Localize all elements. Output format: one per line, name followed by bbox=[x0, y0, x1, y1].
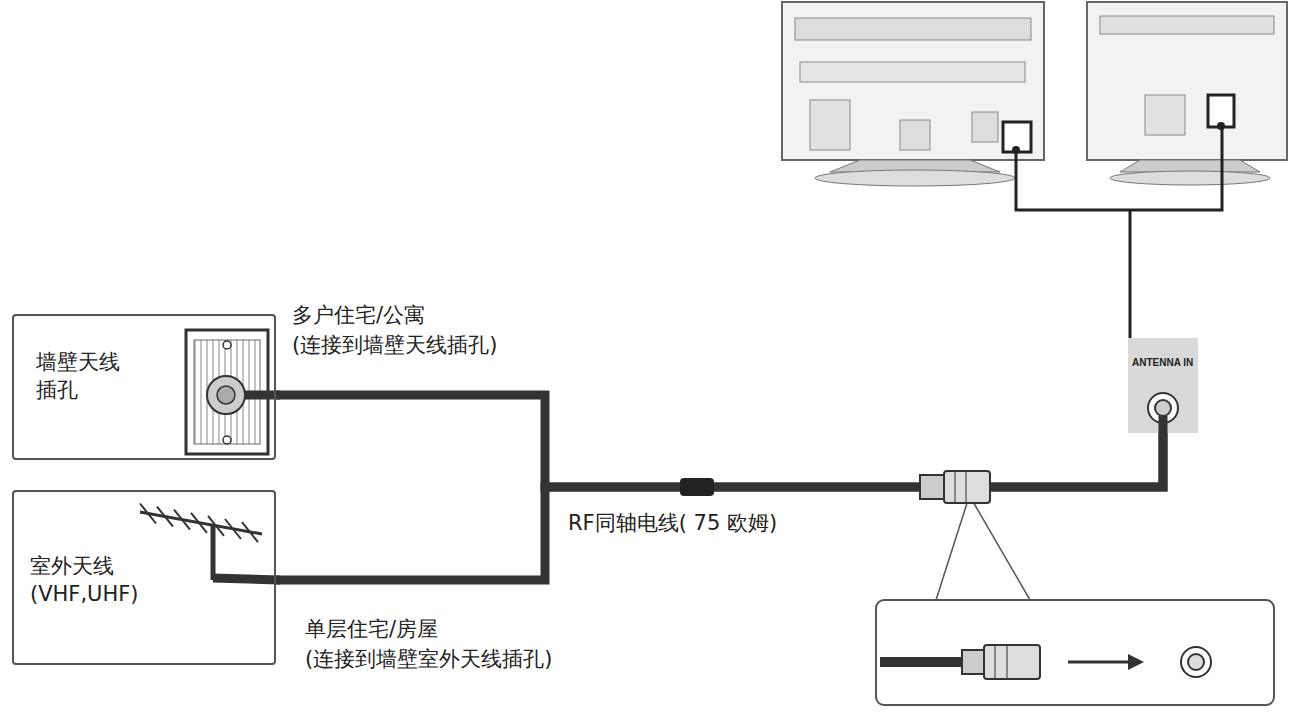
inset-detail bbox=[876, 500, 1274, 705]
coax-cable bbox=[276, 433, 1163, 580]
coax-cable bbox=[276, 395, 1163, 487]
outdoor-antenna bbox=[140, 504, 280, 581]
antenna-input-panel: ANTENNA IN bbox=[1128, 338, 1198, 433]
node-label: 室外天线 (VHF,UHF) bbox=[30, 552, 150, 609]
dwelling-note: (连接到墙壁室外天线插孔) bbox=[303, 646, 554, 673]
tv-rear-views bbox=[782, 2, 1287, 338]
wall-socket bbox=[186, 330, 280, 454]
dwelling-note: 单层住宅/房屋 bbox=[303, 616, 440, 643]
antenna-source-box: 室外天线 (VHF,UHF) bbox=[12, 490, 276, 665]
dwelling-note: (连接到墙壁天线插孔) bbox=[290, 332, 499, 359]
coax-socket bbox=[1128, 338, 1198, 433]
dwelling-note: 多户住宅/公寓 bbox=[290, 302, 427, 329]
node-label: ANTENNA IN bbox=[1132, 356, 1193, 370]
node-label: 墙壁天线插孔 bbox=[36, 348, 126, 405]
cable-label: RF同轴电线( 75 欧姆) bbox=[566, 510, 779, 537]
antenna-source-box: 墙壁天线插孔 bbox=[12, 314, 276, 460]
